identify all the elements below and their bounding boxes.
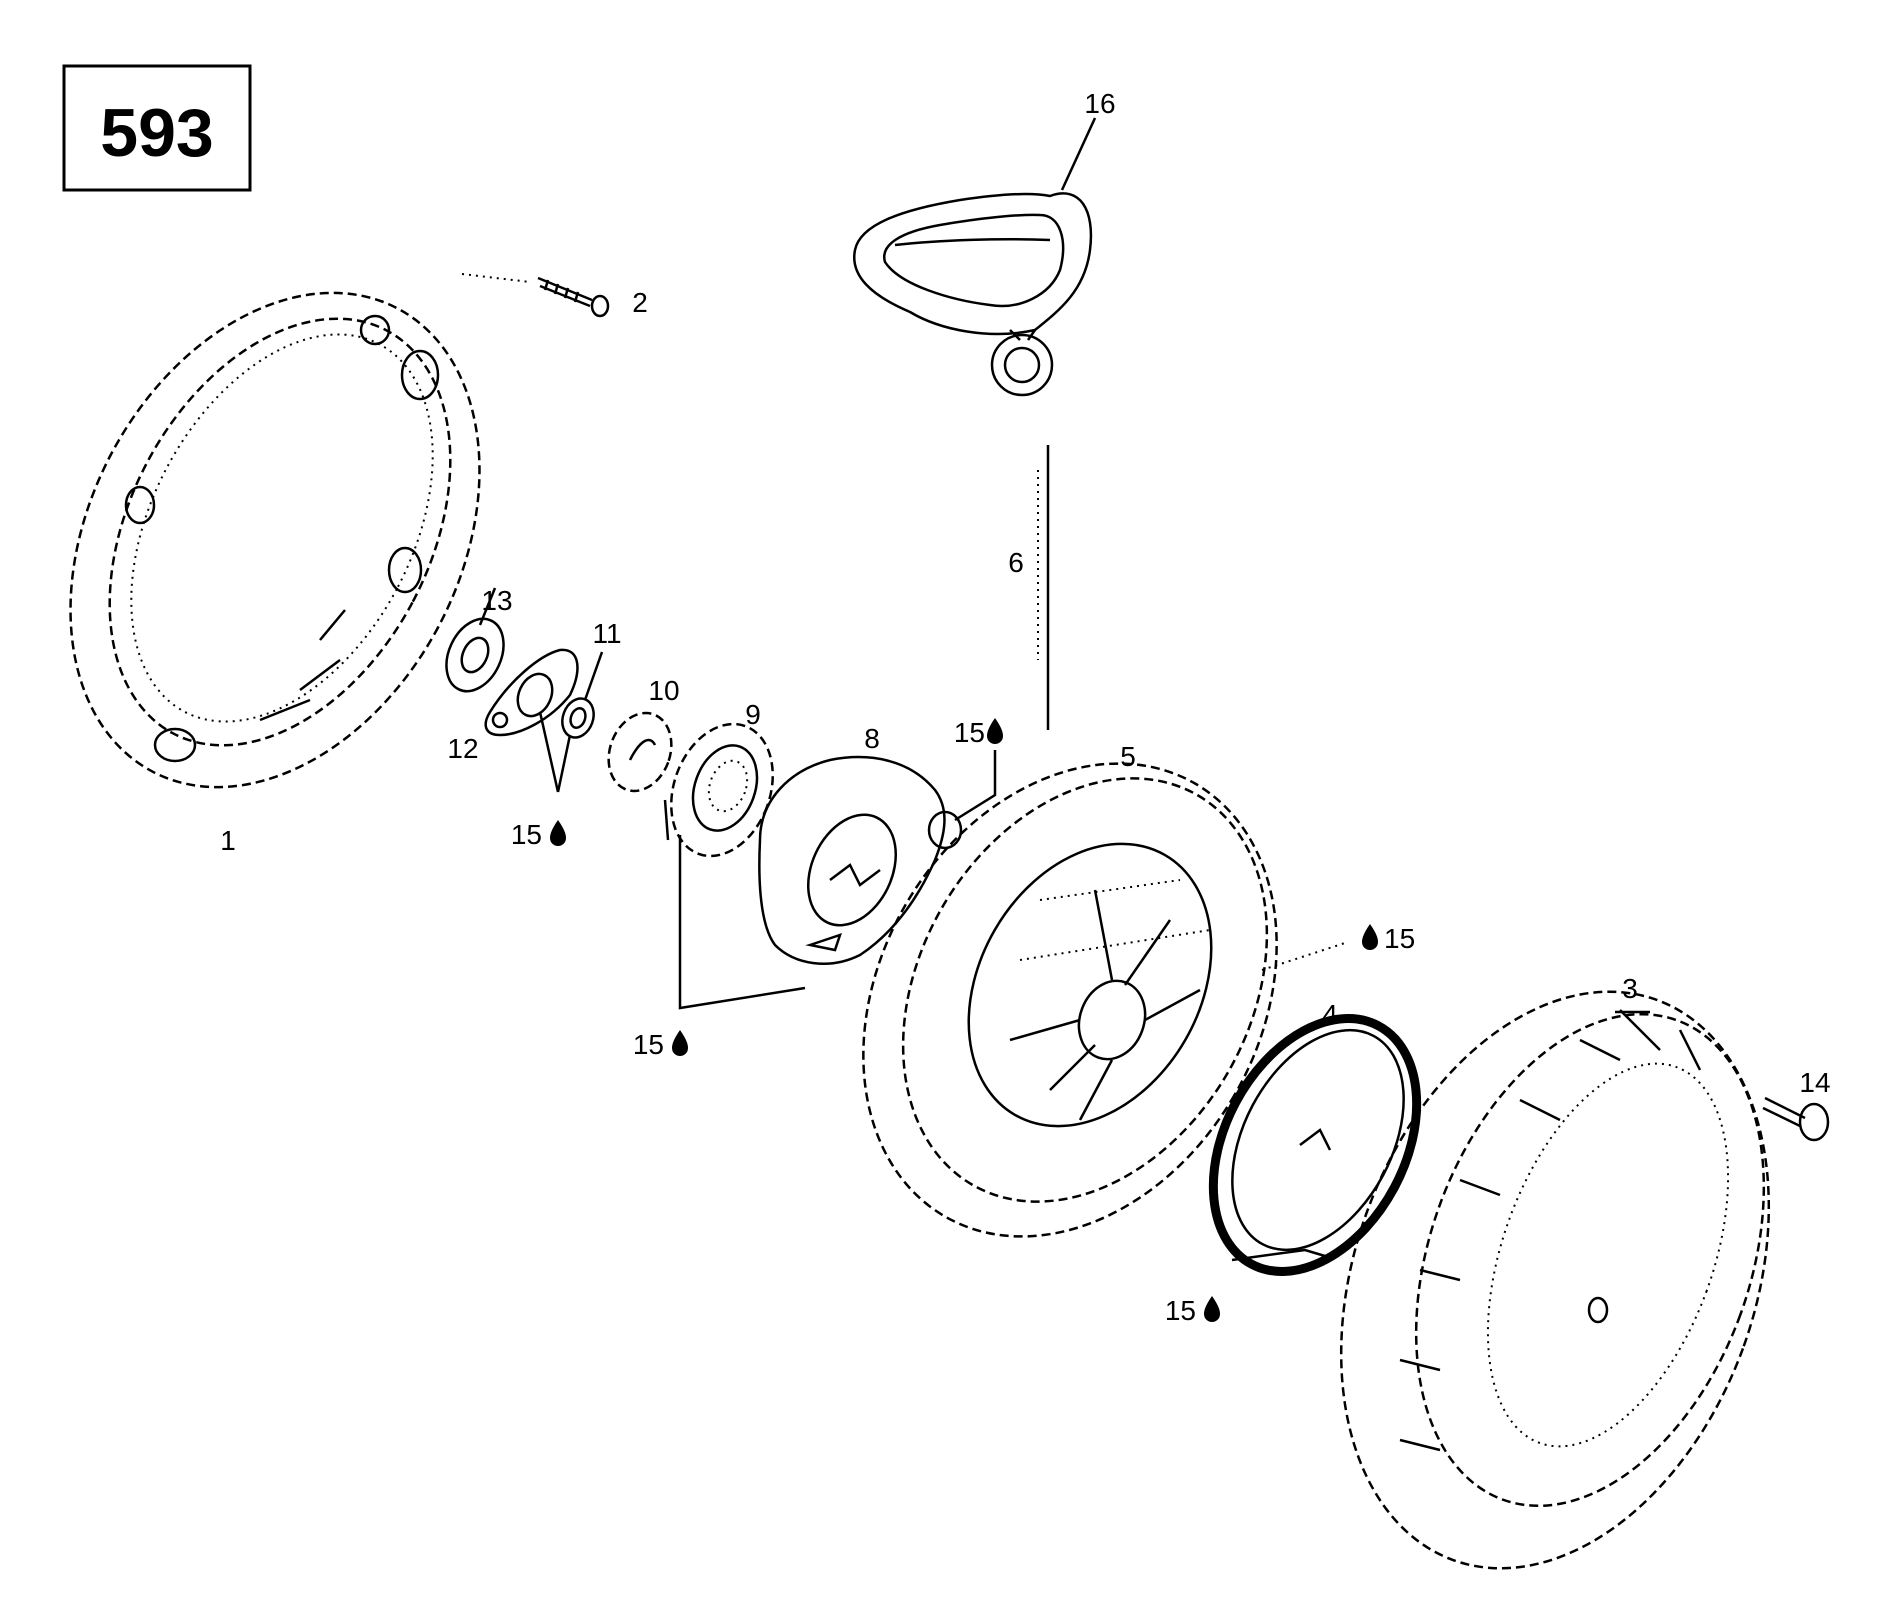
label-part-6: 6 [1008, 547, 1024, 578]
label-part-12: 12 [447, 733, 478, 764]
part-1-wheel-cover [69, 291, 481, 789]
part-6-axle [1037, 445, 1050, 730]
leader-lines [478, 117, 1650, 1262]
grease-drop-icon [987, 718, 1003, 744]
part-2-screw [461, 273, 610, 318]
part-3-tyre [1339, 990, 1771, 1570]
label-grease-15-b: 15 [633, 1029, 664, 1060]
label-part-10: 10 [648, 675, 679, 706]
label-part-4: 4 [1322, 999, 1338, 1030]
part-12-bracket [484, 648, 579, 737]
label-part-5: 5 [1120, 741, 1136, 772]
reference-number: 593 [100, 95, 213, 171]
grease-drop-icon [550, 820, 566, 846]
part-5-wheel [862, 762, 1278, 1238]
label-part-3: 3 [1622, 973, 1638, 1004]
label-grease-15-d: 15 [1384, 923, 1415, 954]
part-4-drive-ring [1208, 1014, 1422, 1276]
part-10-clip [607, 711, 673, 793]
part-8-gear-housing [758, 755, 963, 965]
label-part-8: 8 [864, 723, 880, 754]
label-grease-15-e: 15 [1165, 1295, 1196, 1326]
label-part-2: 2 [632, 287, 648, 318]
label-grease-15-c: 15 [954, 717, 985, 748]
reference-box: 593 [62, 64, 252, 192]
label-part-16: 16 [1084, 88, 1115, 119]
label-part-14: 14 [1799, 1067, 1830, 1098]
label-part-9: 9 [745, 699, 761, 730]
part-16-handle [853, 192, 1093, 397]
part-9-gear [663, 722, 774, 858]
label-part-11: 11 [592, 618, 621, 649]
part-14-bolt [1762, 1096, 1830, 1142]
grease-drop-icon [672, 1030, 688, 1056]
grease-drop-icon [1362, 924, 1378, 950]
label-part-1: 1 [220, 825, 236, 856]
part-13-washer [445, 617, 505, 693]
grease-drop-icon [1204, 1296, 1220, 1322]
label-grease-15-a: 15 [511, 819, 542, 850]
label-part-13: 13 [481, 585, 512, 616]
